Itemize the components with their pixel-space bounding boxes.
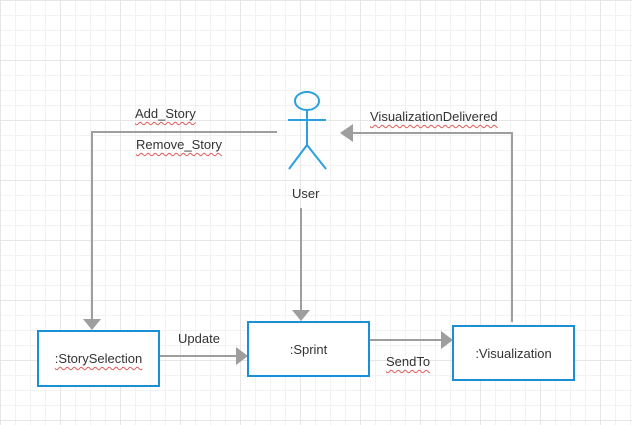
- arrowhead-sprint-left: [236, 347, 248, 365]
- node-storyselection-label: :StorySelection: [54, 351, 143, 366]
- node-visualization-label: :Visualization: [475, 345, 552, 361]
- edge-label-add-story: Add_Story: [135, 106, 196, 121]
- node-visualization[interactable]: :Visualization: [452, 325, 575, 381]
- edge-label-visualization-delivered: VisualizationDelivered: [370, 109, 498, 124]
- node-storyselection[interactable]: :StorySelection: [37, 330, 160, 387]
- connector-visualization-to-user[interactable]: [351, 132, 513, 322]
- arrowhead-user: [340, 124, 353, 142]
- edge-label-update: Update: [178, 331, 220, 346]
- arrowhead-storyselection: [83, 319, 101, 330]
- user-label: User: [292, 186, 320, 201]
- edge-label-remove-story: Remove_Story: [136, 137, 222, 152]
- arrowhead-sprint-top: [292, 310, 310, 321]
- user-actor-icon[interactable]: [288, 91, 327, 170]
- connector-user-to-storyselection[interactable]: [91, 131, 277, 319]
- arrowhead-visualization: [441, 331, 453, 349]
- node-sprint-label: :Sprint: [289, 341, 328, 357]
- node-sprint[interactable]: :Sprint: [247, 321, 370, 377]
- edge-label-sendto: SendTo: [386, 354, 431, 369]
